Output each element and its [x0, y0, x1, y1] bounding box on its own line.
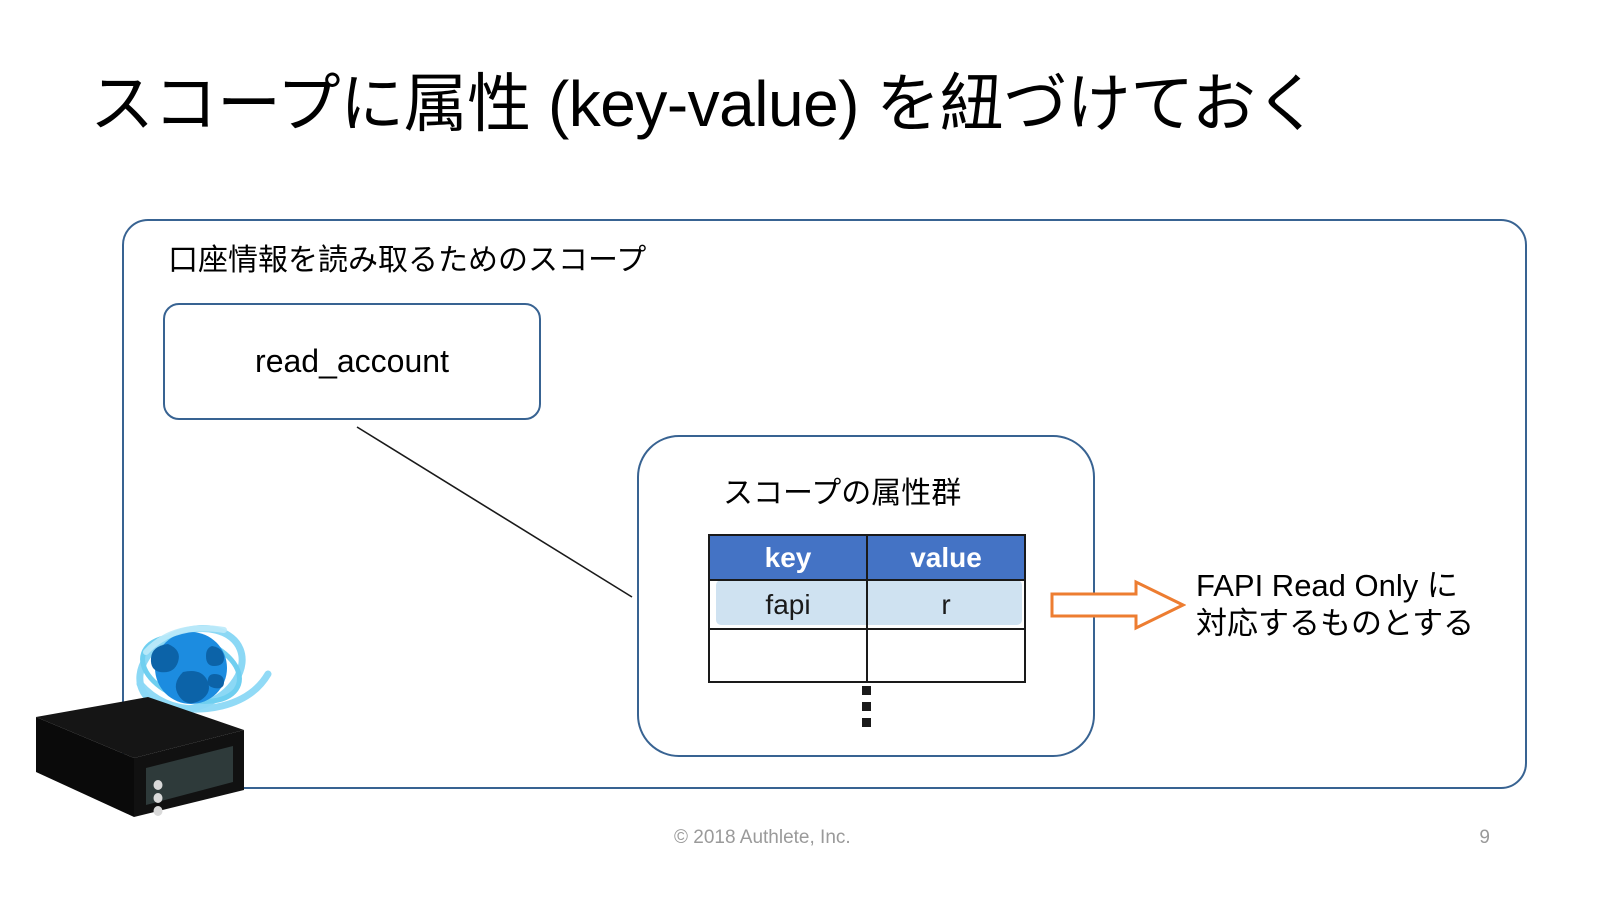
cell-key	[708, 628, 868, 683]
attributes-table: key value fapi r	[708, 534, 1026, 683]
footer-copyright: © 2018 Authlete, Inc.	[674, 827, 851, 848]
ellipsis-dot	[861, 686, 871, 695]
ellipsis-dot	[861, 718, 871, 727]
column-header-key: key	[708, 534, 868, 581]
cell-key: fapi	[708, 579, 868, 630]
attributes-container-label: スコープの属性群	[723, 477, 962, 510]
page-title: スコープに属性 (key-value) を紐づけておく	[90, 68, 1319, 140]
cell-value	[866, 628, 1026, 683]
server-icon	[36, 697, 244, 817]
right-arrow-icon	[1050, 579, 1186, 631]
server-globe-graphic	[36, 625, 272, 817]
globe-icon	[136, 625, 272, 713]
vertical-ellipsis-icon	[858, 686, 874, 727]
table-header-row: key value	[708, 534, 1026, 581]
column-header-value: value	[866, 534, 1026, 581]
callout-text: FAPI Read Only に 対応するものとする	[1196, 567, 1474, 643]
scope-container-label: 口座情報を読み取るためのスコープ	[168, 244, 647, 277]
footer-page-number: 9	[1479, 827, 1490, 848]
ellipsis-dot	[861, 702, 871, 711]
cell-value: r	[866, 579, 1026, 630]
scope-name-box	[163, 303, 541, 420]
scope-container-box	[122, 219, 1527, 789]
table-row: fapi r	[708, 579, 1026, 630]
table-row	[708, 628, 1026, 683]
callout-line-1: FAPI Read Only に	[1196, 568, 1458, 603]
callout-line-2: 対応するものとする	[1196, 605, 1475, 641]
scope-name-label: read_account	[255, 343, 449, 379]
